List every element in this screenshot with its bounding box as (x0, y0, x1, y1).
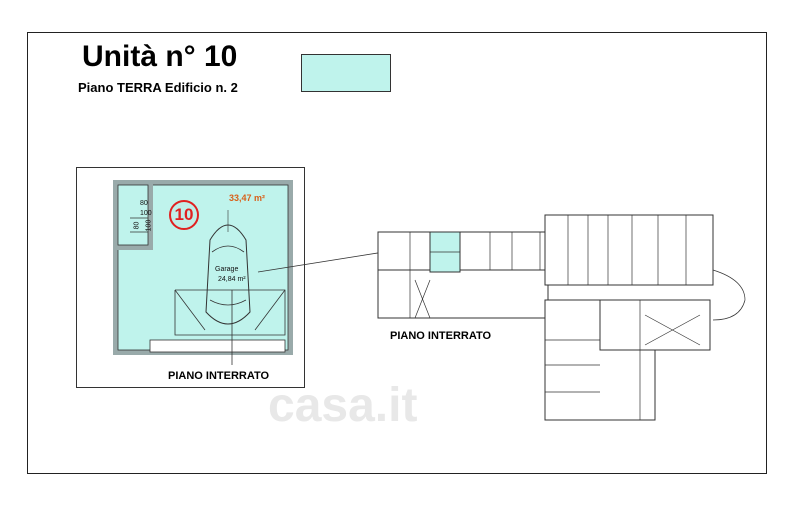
casa-watermark: casa.it (268, 379, 418, 432)
drawing-frame (27, 32, 767, 474)
unit-number-badge: 10 (169, 200, 199, 230)
storage-closet (117, 184, 149, 246)
legend-swatch (301, 54, 391, 92)
room-name-label: Garage (215, 266, 239, 273)
dimension-label: 100 (140, 210, 152, 217)
car-outline (205, 224, 251, 325)
dimension-label: 80 (140, 200, 148, 207)
garage-entrance (149, 339, 286, 353)
unit-title: Unità n° 10 (82, 40, 238, 73)
room-area-label: 24,84 m² (218, 276, 246, 283)
unit-subtitle: Piano TERRA Edificio n. 2 (78, 80, 238, 95)
detail-floor-label: PIANO INTERRATO (168, 370, 270, 382)
plan-floor-label: PIANO INTERRATO (390, 330, 492, 342)
unit-area-label: 33,47 m² (229, 193, 266, 203)
